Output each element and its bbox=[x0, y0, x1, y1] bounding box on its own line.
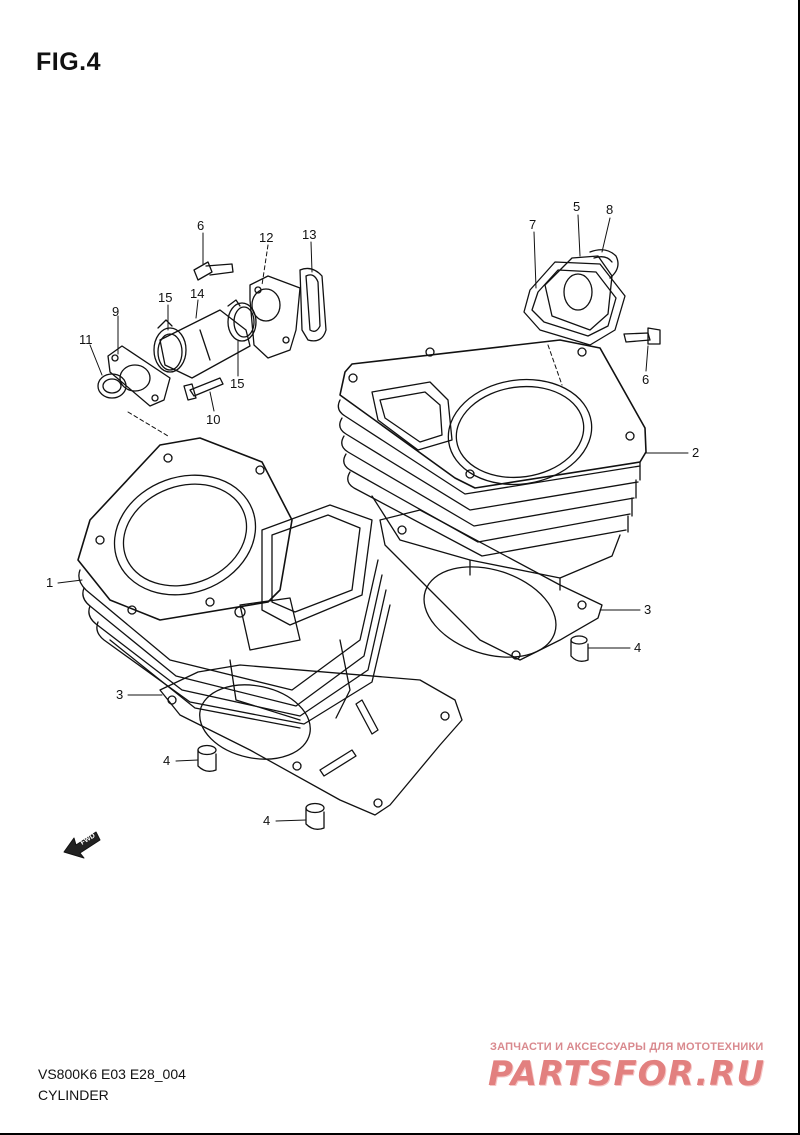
insulator-flange-part-9 bbox=[107, 345, 171, 407]
front-base-gasket-part-3 bbox=[159, 664, 463, 816]
cover-gasket-part-7 bbox=[523, 261, 626, 346]
figure-title: FIG.4 bbox=[36, 48, 102, 76]
callout-4-bottom: 4 bbox=[263, 813, 270, 828]
front-cylinder-part-1 bbox=[77, 437, 391, 729]
dowel-pin-part-4-middle bbox=[197, 744, 217, 772]
callout-1: 1 bbox=[46, 575, 53, 590]
o-ring-part-11 bbox=[97, 373, 127, 399]
rear-cylinder-part-2 bbox=[337, 339, 647, 591]
callout-9: 9 bbox=[112, 304, 119, 319]
callout-14: 14 bbox=[190, 286, 204, 301]
callout-15-left: 15 bbox=[158, 290, 172, 305]
fwd-arrow-icon: FWD bbox=[63, 831, 101, 859]
bolt-part-6-left bbox=[193, 261, 234, 281]
callout-2: 2 bbox=[692, 445, 699, 460]
callout-6-right: 6 bbox=[642, 372, 649, 387]
diagram-code: VS800K6 E03 E28_004 bbox=[38, 1066, 186, 1082]
dowel-pin-part-4-bottom bbox=[305, 802, 325, 830]
callout-3-right: 3 bbox=[644, 602, 651, 617]
callout-4-middle: 4 bbox=[163, 753, 170, 768]
callout-4-right: 4 bbox=[634, 640, 641, 655]
bolt-part-6-right bbox=[623, 327, 661, 345]
callout-12: 12 bbox=[259, 230, 273, 245]
dowel-pin-part-4-right bbox=[570, 635, 589, 662]
rear-base-gasket-part-3 bbox=[379, 509, 603, 661]
intake-pipe-part-14 bbox=[157, 306, 255, 379]
callout-5: 5 bbox=[573, 199, 580, 214]
leader-lines bbox=[57, 214, 689, 822]
gasket-part-13 bbox=[299, 267, 327, 342]
diagram-caption: CYLINDER bbox=[38, 1087, 109, 1103]
thermostat-case-part-12 bbox=[249, 275, 301, 359]
clamp-part-15-right bbox=[227, 299, 257, 342]
o-ring-part-8 bbox=[589, 249, 619, 279]
clamp-part-15-left bbox=[153, 319, 187, 373]
watermark-tagline: ЗАПЧАСТИ И АКСЕССУАРЫ ДЛЯ МОТОТЕХНИКИ bbox=[490, 1041, 764, 1053]
callout-6-left: 6 bbox=[197, 218, 204, 233]
callout-11: 11 bbox=[79, 332, 93, 347]
callout-13: 13 bbox=[302, 227, 316, 242]
callout-3-left: 3 bbox=[116, 687, 123, 702]
bolt-part-10 bbox=[183, 377, 224, 401]
callout-15-right: 15 bbox=[230, 376, 244, 391]
callout-10: 10 bbox=[206, 412, 220, 427]
watermark-logo: PARTSFOR.RU bbox=[488, 1054, 766, 1094]
cover-plate-part-5 bbox=[544, 255, 613, 331]
callout-8: 8 bbox=[606, 202, 613, 217]
callout-7: 7 bbox=[529, 217, 536, 232]
